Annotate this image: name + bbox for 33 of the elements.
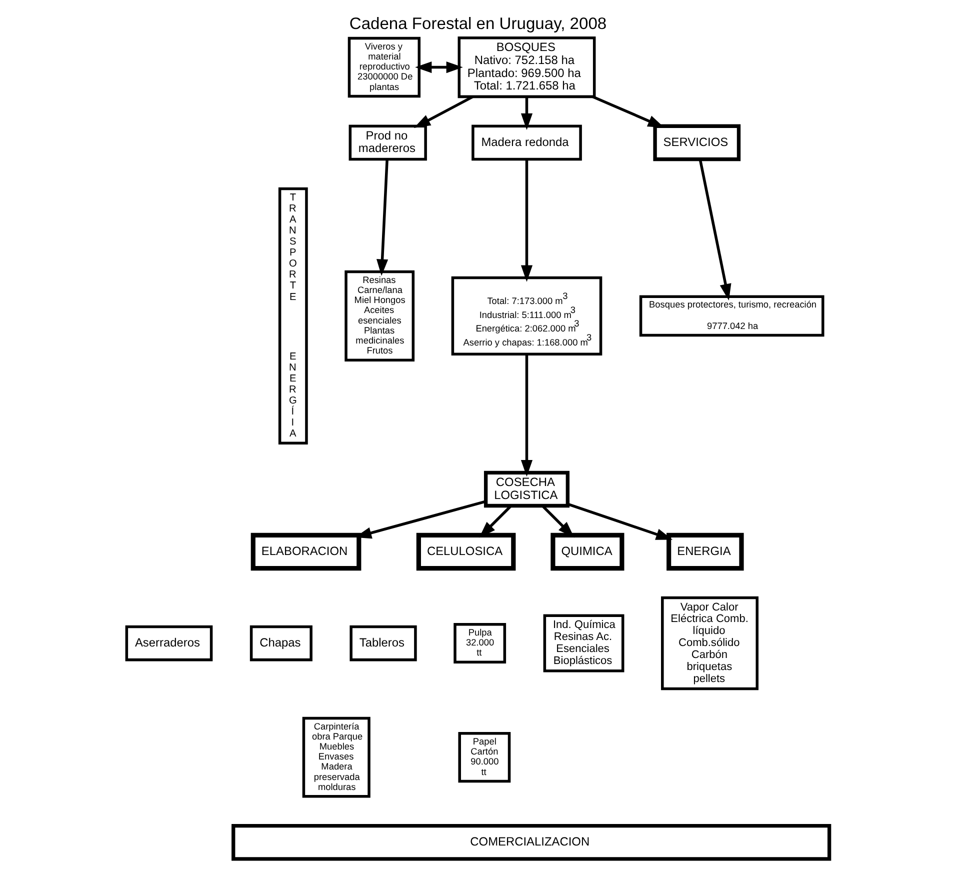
- arrow: [520, 96, 533, 130]
- node-box: Chapas: [250, 625, 312, 662]
- arrow: [414, 96, 474, 128]
- node-box: COMERCIALIZACION: [232, 824, 832, 861]
- arrow: [567, 502, 673, 540]
- node-box: Madera redonda: [472, 124, 582, 161]
- arrow: [542, 505, 574, 538]
- arrow: [479, 505, 512, 538]
- arrow: [415, 61, 463, 74]
- node-box: SERVICIOS: [653, 124, 741, 162]
- node-box: COSECHA LOGISTICA: [484, 470, 570, 508]
- diagram-title: Cadena Forestal en Uruguay, 2008: [349, 14, 607, 33]
- node-box: ELABORACION: [250, 532, 362, 571]
- node-box: Ind. Química Resinas Ac. Esenciales Bioplásticos: [543, 614, 624, 672]
- node-box: Aserraderos: [125, 625, 213, 662]
- arrow: [520, 354, 533, 477]
- node-box: Papel Cartón 90.000 tt: [458, 732, 511, 783]
- node-box: Bosques protectores, turismo, recreación 9777.042 ha: [639, 295, 824, 337]
- node-box: ENERGIA: [666, 532, 744, 571]
- node-box: QUIMICA: [550, 532, 624, 571]
- node-box: Prod no madereros: [348, 124, 427, 161]
- node-box: CELULOSICA: [416, 532, 516, 571]
- node-box: Vapor Calor Eléctrica Comb. líquido Comb.sólido Carbón briquetas pellets: [661, 596, 758, 690]
- node-box: Viveros y material reproductivo 23000000 De plantas: [348, 36, 421, 98]
- arrow: [520, 159, 533, 282]
- arrow: [698, 159, 732, 300]
- arrow: [376, 159, 388, 276]
- node-box: BOSQUES Nativo: 752.158 ha Plantado: 969.500 ha Total: 1.721.658 ha: [458, 36, 596, 98]
- node-box: Resinas Carne/lana Miel Hongos Aceites esenciales Plantas medicinales Frutos: [344, 270, 415, 362]
- node-box: Carpintería obra Parque Muebles Envases Madera preservada molduras: [302, 716, 370, 798]
- node-box: TRANSPORTE ENERGÍIA: [278, 187, 308, 445]
- node-box: Tableros: [350, 625, 417, 662]
- node-box: Pulpa 32.000 tt: [454, 623, 506, 664]
